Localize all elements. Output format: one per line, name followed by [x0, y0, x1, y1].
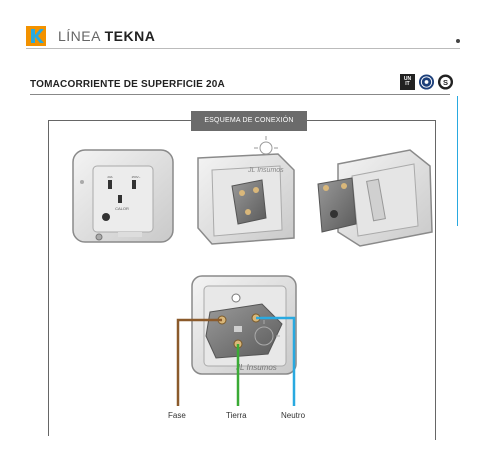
diagram-frame-left [48, 120, 49, 436]
brand-prefix: LÍNEA [58, 28, 101, 44]
unit-cert-label: UNIT [403, 76, 412, 87]
header-divider [26, 48, 460, 49]
socket-exploded-view [317, 149, 433, 247]
s-mark-cert-icon: S [437, 74, 454, 90]
front-socket-current: 20A [107, 175, 112, 179]
socket-wiring-view: JL Insumos [191, 275, 297, 375]
label-fase: Fase [168, 411, 186, 420]
front-socket-brand: CALOR [115, 206, 129, 211]
wire-fase [176, 318, 222, 406]
seal-cert-icon [418, 74, 435, 90]
s-mark-letter: S [443, 78, 448, 87]
watermark-bottom: JL Insumos [235, 363, 277, 372]
header-dot [456, 39, 460, 43]
diagram-tab: ESQUEMA DE CONEXIÓN [191, 111, 307, 131]
brand-logo-icon [26, 26, 46, 46]
label-tierra: Tierra [226, 411, 247, 420]
title-divider [30, 94, 450, 95]
brand-line: LÍNEA TEKNA [58, 28, 155, 44]
socket-front-view: CALOR 20A 250V~ [72, 149, 174, 243]
label-neutro: Neutro [281, 411, 306, 420]
accent-side-line [457, 96, 458, 226]
socket-open-view: JL Insumos [197, 136, 295, 245]
wire-neutro [256, 316, 296, 406]
front-socket-voltage: 250V~ [132, 175, 141, 179]
brand-name: TEKNA [104, 28, 156, 44]
diagram-frame-right [435, 120, 436, 440]
diagram-frame-top [48, 120, 191, 121]
unit-cert-badge: UNIT [400, 74, 415, 90]
product-title: TOMACORRIENTE DE SUPERFICIE 20A [30, 79, 225, 90]
watermark-top: JL Insumos [247, 167, 284, 174]
diagram-frame-top-right [306, 120, 436, 121]
